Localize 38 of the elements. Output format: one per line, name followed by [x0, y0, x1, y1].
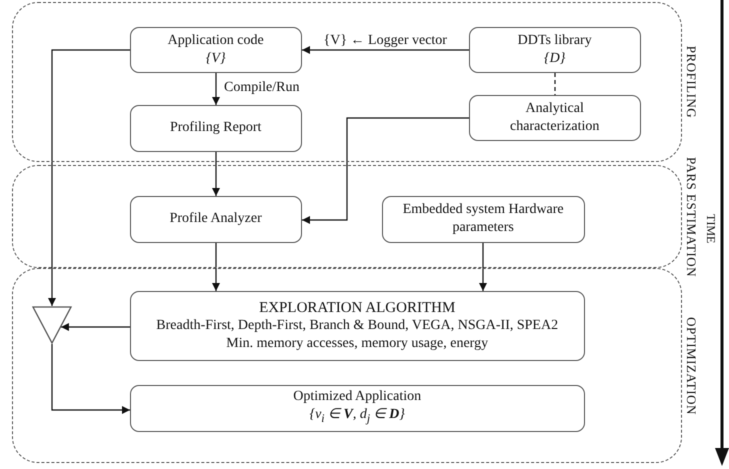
stage-label: PROFILING: [683, 46, 699, 118]
box-title: Application code: [168, 32, 264, 50]
process-box: [130, 384, 585, 432]
box-title: Profiling Report: [170, 119, 262, 138]
process-box: [130, 196, 302, 243]
axis-label: TIME: [703, 214, 718, 244]
box-text: {V}: [206, 50, 226, 68]
edge-label: {V} ← Logger vector: [322, 33, 449, 49]
process-box: [130, 26, 302, 73]
stage-label: OPTIMIZATION: [683, 316, 699, 414]
box-title: EXPLORATION ALGORITHM: [259, 298, 456, 317]
box-title: DDTs library: [518, 32, 592, 50]
process-box: [382, 196, 585, 243]
box-title: Embedded system Hardware parameters: [402, 201, 565, 238]
box-text: {D}: [544, 50, 566, 68]
process-box: [130, 290, 585, 361]
box-text: Min. memory accesses, memory usage, energy: [226, 334, 488, 353]
arrow: [212, 243, 220, 291]
stage-label: PARS ESTIMATION: [683, 156, 699, 277]
arrow: [51, 344, 130, 414]
box-title: Analytical characterization: [508, 100, 600, 136]
merge-triangle: [32, 306, 72, 344]
arrow: [302, 46, 469, 54]
box-title: Profile Analyzer: [170, 210, 262, 228]
box-text: Breadth-First, Depth-First, Branch & Bound, VEGA, NSGA-II, SPEA2: [156, 316, 558, 335]
edge-label: Compile/Run: [222, 80, 302, 96]
arrow: [48, 49, 130, 306]
process-box: [468, 26, 641, 73]
arrow: [60, 323, 130, 331]
arrow: [302, 117, 469, 224]
process-box: [468, 94, 641, 141]
arrow: [212, 152, 220, 196]
connector-line: [554, 73, 556, 95]
box-text: {v$_{i}$ ∈ V, d$_{j}$ ∈ D}: [309, 406, 405, 428]
arrow: [479, 243, 487, 291]
process-box: [130, 104, 302, 152]
box-title: Optimized Application: [293, 388, 422, 406]
arrow: [212, 73, 220, 105]
